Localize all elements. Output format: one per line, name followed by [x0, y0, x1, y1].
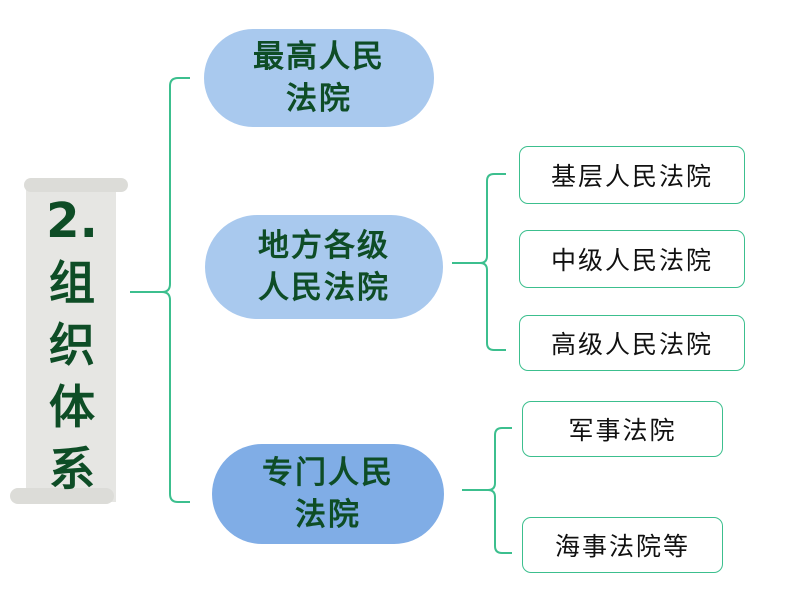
node-intermediate-court: 中级人民法院 [519, 230, 745, 288]
node-local-line1: 地方各级 [258, 228, 390, 264]
node-special-courts: 专门人民 法院 [212, 444, 444, 544]
scroll-top-roll [24, 178, 128, 192]
node-higher-court: 高级人民法院 [519, 315, 745, 371]
local-bracket [479, 173, 506, 351]
node-local-courts: 地方各级 人民法院 [205, 215, 443, 319]
special-bracket [487, 427, 512, 554]
root-bracket [161, 77, 190, 503]
node-supreme-line1: 最高人民 [253, 39, 385, 75]
node-local-line2: 人民法院 [258, 270, 390, 306]
node-supreme-line2: 法院 [286, 81, 352, 117]
root-scroll [26, 180, 116, 502]
root-label: 2. 组 织 体 系 [32, 190, 112, 500]
node-special-line2: 法院 [295, 497, 361, 533]
node-supreme-court: 最高人民 法院 [204, 29, 434, 127]
node-maritime-court: 海事法院等 [522, 517, 723, 573]
node-basic-court: 基层人民法院 [519, 146, 745, 204]
root-char-2: 织 [49, 318, 95, 372]
root-char-3: 体 [49, 380, 95, 434]
node-military-court: 军事法院 [522, 401, 723, 457]
root-number: 2. [46, 193, 98, 249]
node-special-line1: 专门人民 [262, 455, 394, 491]
root-char-1: 组 [49, 256, 95, 310]
root-char-4: 系 [49, 442, 95, 496]
scroll-bottom-roll [10, 488, 114, 504]
